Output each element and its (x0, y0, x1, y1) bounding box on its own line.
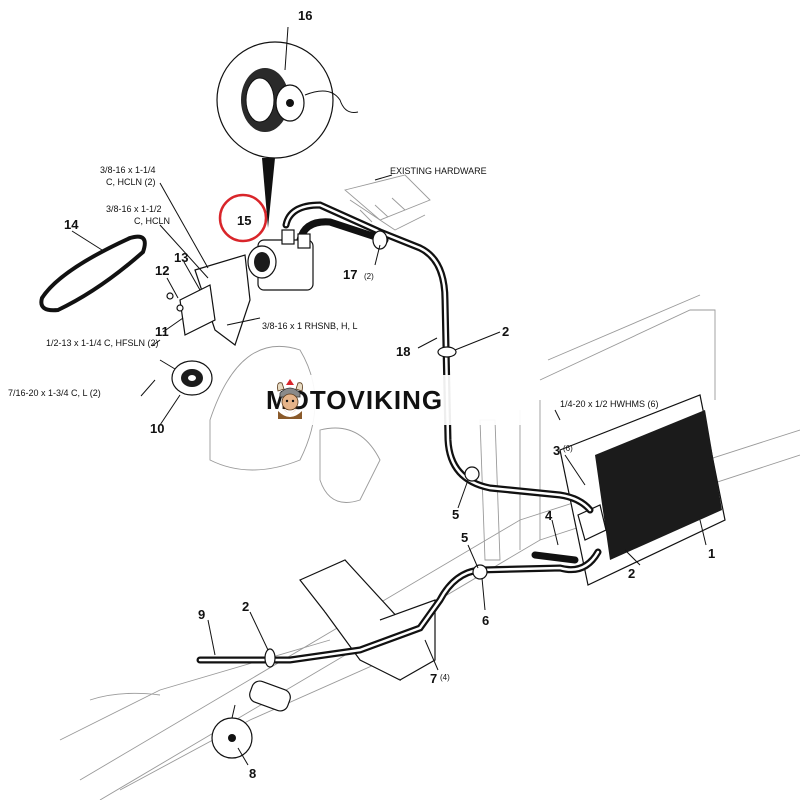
callout-4: 4 (545, 508, 553, 523)
callout-7: 7 (430, 671, 437, 686)
hw-note-1-line2: C, HCLN (2) (106, 177, 156, 187)
compressor (247, 229, 314, 291)
callout-9: 9 (198, 607, 205, 622)
hose-clamps (264, 230, 488, 668)
callout-2-left: 2 (242, 599, 249, 614)
callout-8: 8 (249, 766, 256, 781)
existing-hardware-bracket (344, 174, 431, 231)
callout-2-top: 2 (502, 324, 509, 339)
callout-15: 15 (237, 213, 251, 228)
callout-17-qty: (2) (364, 272, 374, 281)
callout-3: 3 (553, 443, 560, 458)
hw-note-1-line1: 3/8-16 x 1-1/4 (100, 165, 156, 175)
callout-12: 12 (155, 263, 169, 278)
callout-17: 17 (343, 267, 357, 282)
clutch-detail (216, 41, 359, 228)
hw-note-5: 7/16-20 x 1-3/4 C, L (2) (8, 388, 101, 398)
callout-1: 1 (708, 546, 715, 561)
callout-5-upper: 5 (452, 507, 459, 522)
callout-5-lower: 5 (461, 530, 468, 545)
hw-note-3: 3/8-16 x 1 RHSNB, H, L (262, 321, 358, 331)
viking-mascot-logo (277, 379, 303, 419)
callout-2-right: 2 (628, 566, 635, 581)
leader-lines (71, 26, 707, 766)
watermark-banner: MOTOVIKING (262, 375, 536, 425)
existing-hardware-label: EXISTING HARDWARE (390, 166, 487, 176)
callout-3-qty: (6) (563, 444, 573, 453)
callout-13: 13 (174, 250, 188, 265)
callout-6: 6 (482, 613, 489, 628)
hw-note-4: 1/2-13 x 1-1/4 C, HFSLN (2) (46, 338, 159, 348)
callout-14: 14 (64, 217, 79, 232)
hw-note-2-line1: 3/8-16 x 1-1/2 (106, 204, 162, 214)
condenser (539, 294, 726, 586)
callout-11: 11 (155, 324, 169, 339)
mount-bracket (159, 254, 251, 373)
callout-7-qty: (4) (440, 673, 450, 682)
hw-note-2-line2: C, HCLN (134, 216, 170, 226)
pulley (171, 360, 213, 396)
callout-16: 16 (298, 8, 312, 23)
drive-belt (39, 234, 147, 313)
highlight-circle (218, 193, 268, 243)
lower-bracket (299, 559, 436, 681)
callout-18: 18 (396, 344, 410, 359)
hw-note-6: 1/4-20 x 1/2 HWHMS (6) (560, 399, 659, 409)
callout-labels: 16 EXISTING HARDWARE 3/8-16 x 1-1/4 C, H… (8, 8, 715, 781)
receiver-drier (89, 680, 291, 759)
callout-10: 10 (150, 421, 164, 436)
